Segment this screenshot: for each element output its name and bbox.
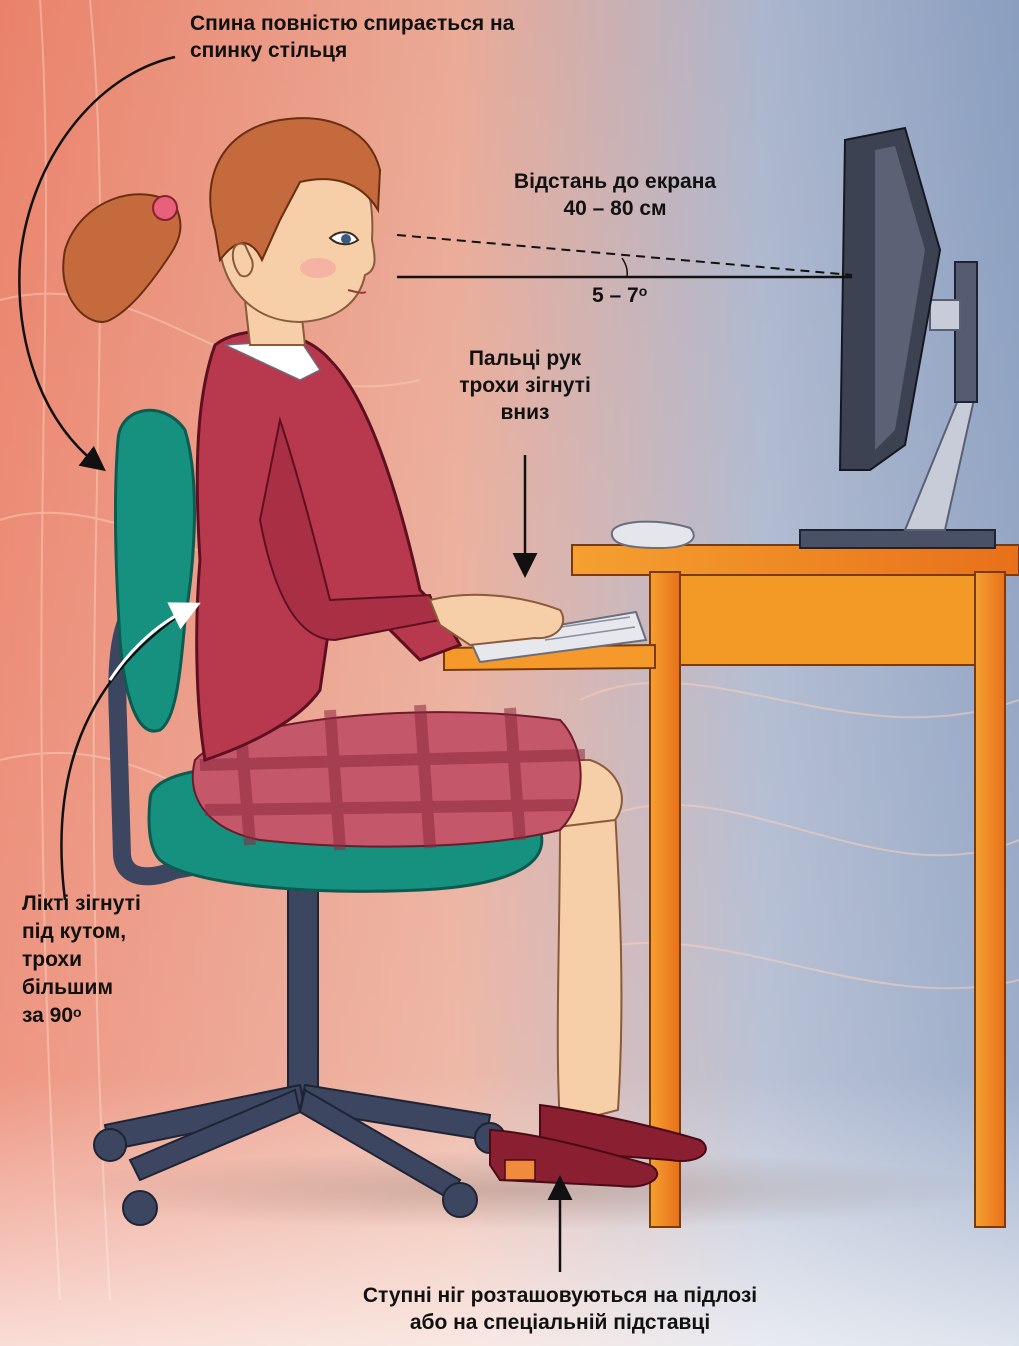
- back-support-label-line-1: Спина повністю спирається на: [190, 10, 514, 37]
- screen-distance-label: Відстань до екрана 40 – 80 см: [455, 168, 775, 222]
- computer-mouse: [612, 522, 694, 548]
- fingers-label-line-1: Пальці рук: [420, 345, 630, 372]
- hair-tie: [153, 196, 177, 220]
- back-support-label: Спина повністю спирається на спинку стіл…: [190, 10, 514, 64]
- elbows-label-line-2: під кутом,: [22, 918, 141, 946]
- fingers-label-line-3: вниз: [420, 399, 630, 426]
- gaze-angle-value: 5 – 7: [592, 284, 639, 307]
- degree-sign: о: [639, 283, 648, 299]
- elbows-angle-value: за 90: [22, 1004, 73, 1027]
- feet-label-line-2: або на спеціальній підставці: [200, 1309, 920, 1336]
- screen-distance-label-line-1: Відстань до екрана: [455, 168, 775, 195]
- fingers-label: Пальці рук трохи зігнуті вниз: [420, 345, 630, 426]
- gaze-angle-label: 5 – 7о: [592, 282, 647, 309]
- elbows-label-line-4: більшим: [22, 974, 141, 1002]
- feet-label-line-1: Ступні ніг розташовуються на підлозі: [200, 1282, 920, 1309]
- girl-heel: [505, 1160, 535, 1180]
- screen-distance-value: 40 – 80 см: [455, 195, 775, 222]
- elbows-label-line-3: трохи: [22, 946, 141, 974]
- fingers-label-line-2: трохи зігнуті: [420, 372, 630, 399]
- back-support-label-line-2: спинку стільця: [190, 37, 514, 64]
- degree-sign: о: [73, 1004, 82, 1020]
- feet-label: Ступні ніг розташовуються на підлозі або…: [200, 1282, 920, 1336]
- girl-shin: [558, 810, 622, 1125]
- elbows-label-line-1: Лікті зігнуті: [22, 890, 141, 918]
- elbows-label-line-5: за 90о: [22, 1002, 141, 1030]
- elbows-label: Лікті зігнуті під кутом, трохи більшим з…: [22, 890, 141, 1030]
